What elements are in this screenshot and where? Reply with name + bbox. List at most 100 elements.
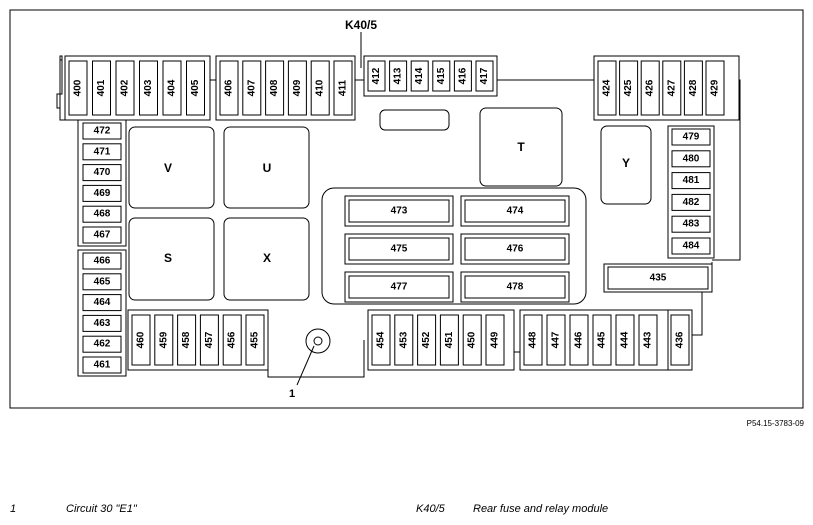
fuse-group-wide-435: 435 xyxy=(603,263,713,293)
fuse-452: 452 xyxy=(417,314,437,366)
fuse-label: 411 xyxy=(338,79,349,96)
fuse-466: 466 xyxy=(82,252,122,270)
relay-t xyxy=(479,107,563,187)
relay-label-y: Y xyxy=(622,156,630,170)
fuse-label: 449 xyxy=(490,331,501,348)
fuse-label: 478 xyxy=(507,282,524,293)
fuse-label: 465 xyxy=(94,276,111,287)
diagram-frame xyxy=(9,9,804,409)
fuse-group-frame xyxy=(64,55,211,121)
center-fuse-474: 474 xyxy=(460,195,570,227)
fuse-label: 477 xyxy=(391,282,408,293)
legend-code-1: 1 xyxy=(10,503,17,515)
fuse-group-frame xyxy=(215,55,356,121)
circuit-30-stud-inner xyxy=(313,336,323,346)
fuse-401: 401 xyxy=(92,60,111,116)
fuse-label: 482 xyxy=(683,197,700,208)
fuse-447: 447 xyxy=(546,314,566,366)
fuse-label: 410 xyxy=(315,79,326,96)
fuse-label: 427 xyxy=(666,79,677,96)
fuse-label: 414 xyxy=(414,67,425,84)
fuse-424: 424 xyxy=(597,60,617,116)
fuse-428: 428 xyxy=(683,60,703,116)
fuse-label: 466 xyxy=(94,256,111,267)
fuse-463: 463 xyxy=(82,314,122,332)
relay-label-t: T xyxy=(517,140,525,154)
fuse-label: 483 xyxy=(683,219,700,230)
fuse-409: 409 xyxy=(287,60,307,116)
fuse-460: 460 xyxy=(131,314,151,366)
fuse-411: 411 xyxy=(333,60,353,116)
fuse-label: 415 xyxy=(436,67,447,84)
fuse-457: 457 xyxy=(199,314,219,366)
fuse-label: 453 xyxy=(398,331,409,348)
fuse-label: 455 xyxy=(250,331,261,348)
fuse-429: 429 xyxy=(705,60,725,116)
fuse-413: 413 xyxy=(389,60,408,92)
fuse-443: 443 xyxy=(638,314,658,366)
fuse-415: 415 xyxy=(432,60,451,92)
fuse-label: 416 xyxy=(457,67,468,84)
module-outline-top xyxy=(59,56,62,61)
fuse-label: 402 xyxy=(120,79,131,96)
fuse-label: 474 xyxy=(507,206,524,217)
fuse-449: 449 xyxy=(485,314,505,366)
fuse-label: 458 xyxy=(181,331,192,348)
fuse-label: 429 xyxy=(710,79,721,96)
fuse-480: 480 xyxy=(671,150,711,168)
fuse-label: 444 xyxy=(620,331,631,348)
fuse-label: 413 xyxy=(393,67,404,84)
fuse-470: 470 xyxy=(82,164,122,182)
relay-u xyxy=(223,126,310,209)
fuse-405: 405 xyxy=(186,60,205,116)
relay-y xyxy=(600,125,652,205)
fuse-label: 407 xyxy=(246,79,257,96)
fuse-label: 472 xyxy=(94,126,111,137)
fuse-455: 455 xyxy=(245,314,265,366)
relay-label-x: X xyxy=(263,251,271,265)
fuse-group-frame xyxy=(363,55,498,97)
fuse-427: 427 xyxy=(662,60,682,116)
fuse-label: 461 xyxy=(94,360,111,371)
center-fuse-475: 475 xyxy=(344,233,454,265)
fuse-label: 417 xyxy=(479,67,490,84)
fuse-448: 448 xyxy=(523,314,543,366)
fuse-453: 453 xyxy=(394,314,414,366)
fuse-label: 408 xyxy=(269,79,280,96)
center-fuse-476: 476 xyxy=(460,233,570,265)
fuse-450: 450 xyxy=(462,314,482,366)
fuse-label: 475 xyxy=(391,244,408,255)
k40-5-label: K40/5 xyxy=(345,18,377,32)
fuse-436: 436 xyxy=(670,314,690,366)
fuse-label: 428 xyxy=(688,79,699,96)
fuse-label: 471 xyxy=(94,146,111,157)
relay-slot-small xyxy=(379,109,450,131)
relay-label-s: S xyxy=(164,251,172,265)
fuse-label: 447 xyxy=(551,331,562,348)
fuse-label: 446 xyxy=(574,331,585,348)
legend-code-k40-5: K40/5 xyxy=(416,503,445,515)
fuse-label: 405 xyxy=(190,79,201,96)
fuse-label: 448 xyxy=(528,331,539,348)
fuse-label: 456 xyxy=(227,331,238,348)
fuse-label: 481 xyxy=(683,175,700,186)
fuse-label: 409 xyxy=(292,79,303,96)
fuse-465: 465 xyxy=(82,273,122,291)
fuse-456: 456 xyxy=(222,314,242,366)
fuse-label: 479 xyxy=(683,132,700,143)
fuse-label: 401 xyxy=(96,79,107,96)
fuse-482: 482 xyxy=(671,193,711,211)
figure-id: P54.15-3783-09 xyxy=(746,419,804,428)
fuse-label: 454 xyxy=(376,331,387,348)
fuse-481: 481 xyxy=(671,172,711,190)
